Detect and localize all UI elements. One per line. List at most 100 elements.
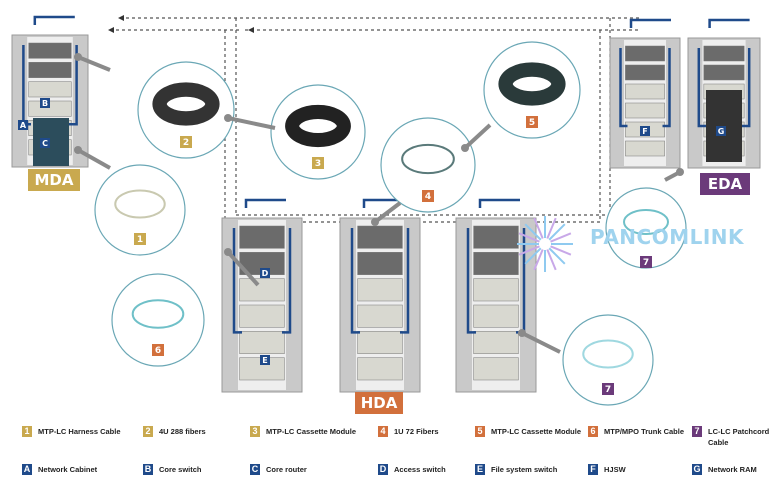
rack-badge-B-text: B [42, 99, 48, 108]
rack-badge-F [640, 126, 650, 136]
callout-badge [640, 256, 652, 268]
logo-text: PANCOMLINK [590, 225, 745, 249]
callout-badge [312, 157, 324, 169]
legend-badge: G [692, 464, 702, 475]
callout-circle-1 [94, 164, 186, 256]
callout-circle-8 [562, 314, 654, 406]
logo-icon [546, 217, 557, 239]
logo-icon [524, 223, 542, 241]
callout-badge [134, 233, 146, 245]
pointer-arrow [521, 331, 561, 354]
legend-badge: 2 [143, 426, 153, 437]
pointer-arrow [463, 123, 492, 150]
callout-badge-text: 7 [643, 258, 649, 268]
logo-icon [548, 247, 566, 265]
callout-badge-text: 5 [529, 118, 535, 128]
callout-badge-text: 2 [183, 138, 189, 148]
rack-unit [357, 278, 403, 302]
arrowhead-icon [118, 15, 124, 21]
pointer-arrow [77, 148, 111, 170]
rack-badge-B [40, 98, 50, 108]
logo-icon [533, 217, 544, 239]
rack-unit [239, 225, 285, 249]
legend-badge: F [588, 464, 598, 475]
rack-unit [28, 81, 72, 98]
product-image [114, 189, 166, 219]
pointer-arrow [226, 250, 260, 287]
zone-label-eda: EDA [700, 173, 750, 195]
logo-icon [533, 249, 544, 271]
rack-unit [703, 45, 745, 62]
arrowhead-icon [248, 27, 254, 33]
pointer-arrow [77, 55, 111, 72]
callout-badge [152, 344, 164, 356]
product-image [623, 209, 669, 235]
rack-badge-A-text: A [20, 121, 27, 130]
rack-badge-E [260, 355, 270, 365]
zone-label-mda: MDA [28, 169, 80, 191]
cable [697, 18, 751, 128]
legend-badge: 5 [475, 426, 485, 437]
rack-badge-E-text: E [262, 356, 267, 365]
rack-unit [625, 83, 665, 100]
legend-label: HJSW [604, 465, 626, 474]
legend-label: MTP/MPO Trunk Cable [604, 427, 685, 436]
rack-unit [357, 304, 403, 328]
callout-circle-6 [111, 273, 205, 367]
legend-label: LC-LC Patchcord Cable [708, 427, 770, 447]
callout-circle-2 [137, 61, 235, 159]
legend-label: Core router [266, 465, 307, 474]
rack-unit [239, 304, 285, 328]
callout-badge-text: 1 [137, 235, 143, 245]
logo-icon [546, 249, 557, 271]
rack-unit [357, 225, 403, 249]
logo-icon [550, 245, 572, 256]
rack-badge-D [260, 268, 270, 278]
rack-badge-C [40, 138, 50, 148]
callout-circle-4 [380, 117, 476, 213]
rack-unit [473, 331, 519, 354]
arrowhead-icon [74, 53, 82, 61]
legend-badge: D [378, 464, 388, 475]
product-image [401, 143, 455, 175]
product-image [131, 299, 185, 329]
rack-unit [239, 278, 285, 302]
rack-unit [357, 252, 403, 275]
rack-unit [28, 62, 72, 78]
arrowhead-icon [518, 329, 526, 337]
rack-unit [473, 357, 519, 381]
rack-unit [473, 278, 519, 302]
arrowhead-icon [224, 248, 232, 256]
legend-label: Network Cabinet [38, 465, 98, 474]
arrowhead-icon [461, 144, 469, 152]
rack-unit [625, 45, 665, 62]
arrowhead-icon [224, 114, 232, 122]
cable [619, 18, 671, 128]
legend-label: Network RAM [708, 465, 757, 474]
callout-badge [180, 136, 192, 148]
callout-badge [602, 383, 614, 395]
product-image [285, 104, 351, 148]
callout-badge-text: 3 [315, 159, 321, 169]
pointer-arrow [227, 116, 276, 130]
logo-icon [550, 232, 572, 243]
cable [232, 198, 292, 334]
legend-badge: 1 [22, 426, 32, 437]
callout-badge-text: 6 [155, 346, 161, 356]
legend-label: Core switch [159, 465, 202, 474]
arrowhead-icon [371, 218, 379, 226]
product-image [152, 82, 220, 126]
logo-icon [518, 232, 540, 243]
callout-circle-3 [270, 84, 366, 180]
